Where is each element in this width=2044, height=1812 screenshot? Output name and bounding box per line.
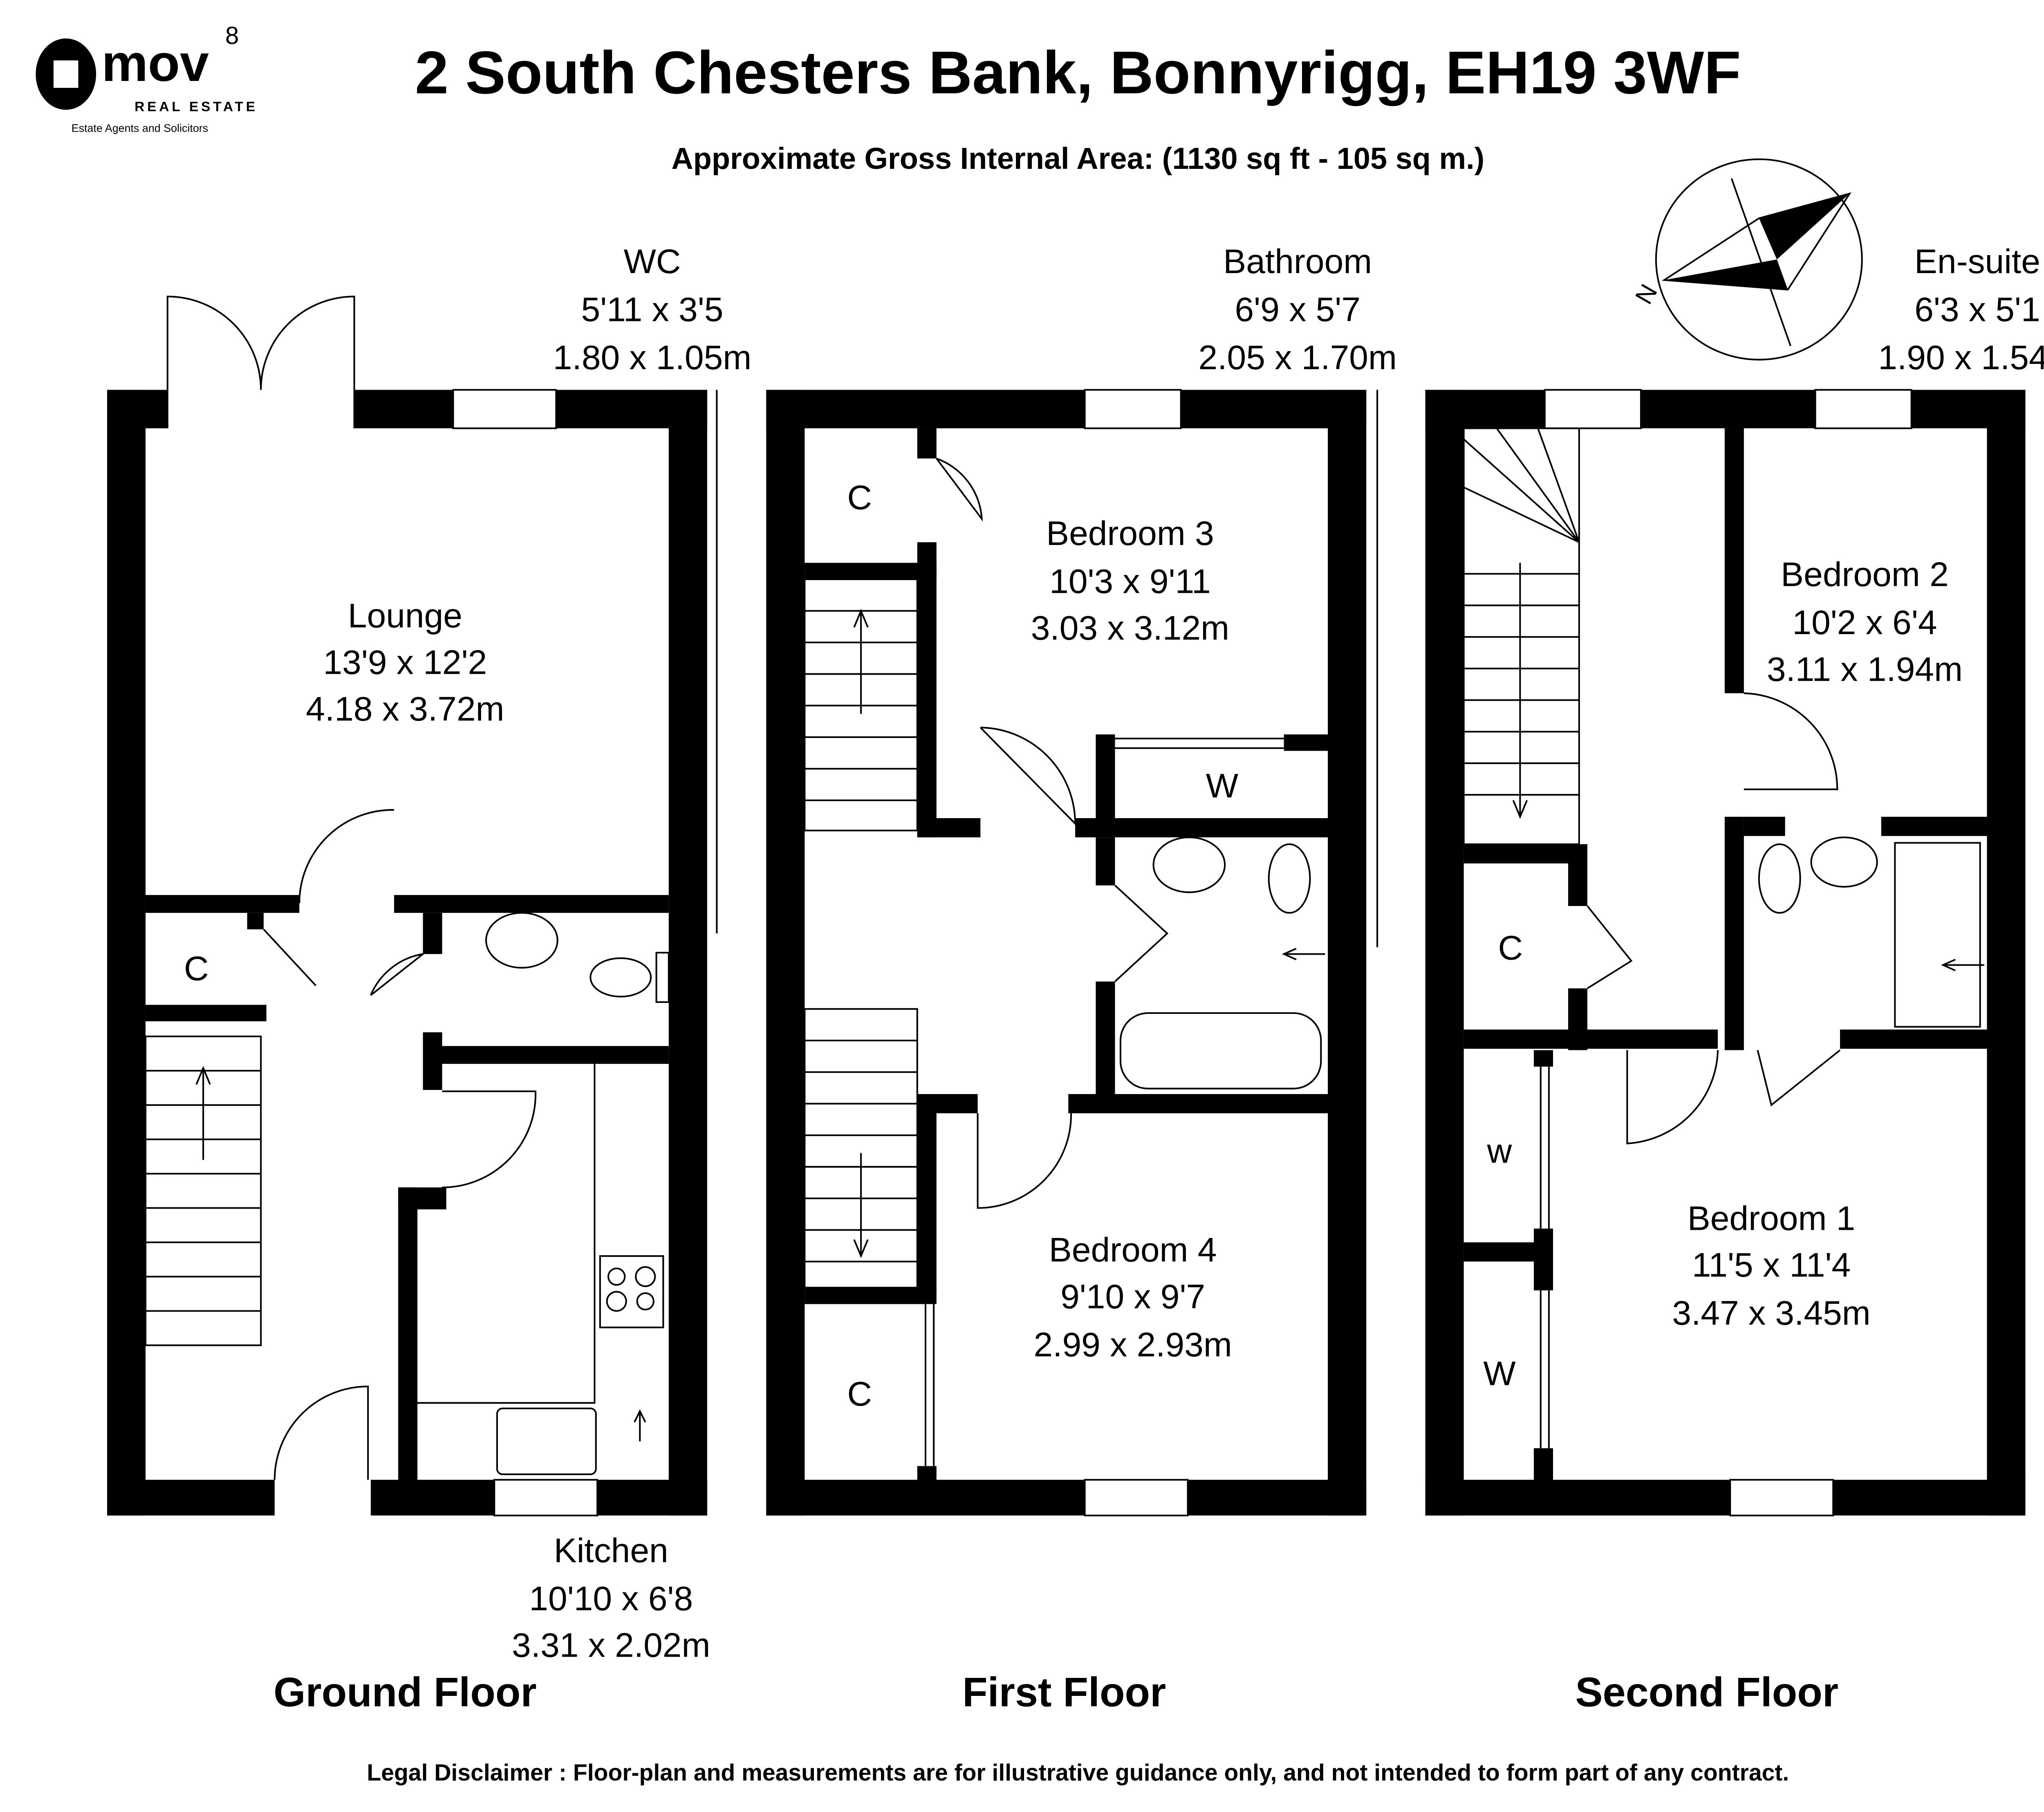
second-cupboard-label: C <box>1498 928 1523 967</box>
staircase <box>145 1035 262 1346</box>
second-floor-plan <box>1425 389 2026 1516</box>
page-title: 2 South Chesters Bank, Bonnyrigg, EH19 3… <box>415 39 1741 106</box>
legal-disclaimer: Legal Disclaimer : Floor-plan and measur… <box>367 1760 1789 1786</box>
wc-metric: 1.80 x 1.05m <box>553 338 751 377</box>
logo-subtitle: REAL ESTATE <box>134 99 258 114</box>
bedroom1-label: Bedroom 1 <box>1688 1199 1856 1237</box>
bedroom4-metric: 2.99 x 2.93m <box>1033 1325 1232 1363</box>
staircase <box>804 578 918 1289</box>
area-subtitle: Approximate Gross Internal Area: (1130 s… <box>671 141 1484 175</box>
kitchen-label: Kitchen <box>554 1531 668 1570</box>
bedroom2-label: Bedroom 2 <box>1781 555 1949 594</box>
kitchen-metric: 3.31 x 2.02m <box>512 1626 710 1664</box>
bedroom1-imperial: 11'5 x 11'4 <box>1692 1246 1851 1284</box>
second-wardrobe-small-label: w <box>1487 1132 1512 1170</box>
company-logo: mov 8 REAL ESTATE Estate Agents and Soli… <box>36 21 258 134</box>
first-cupboard-bottom-label: C <box>847 1375 872 1413</box>
ensuite-imperial: 6'3 x 5'1 <box>1914 290 2040 329</box>
lounge-imperial: 13'9 x 12'2 <box>323 643 487 682</box>
logo-tagline: Estate Agents and Solicitors <box>72 122 208 134</box>
first-floor-plan <box>766 389 1378 1516</box>
wc-label: WC <box>624 242 681 280</box>
first-floor-label: First Floor <box>962 1669 1166 1715</box>
ground-floor-plan <box>107 296 718 1516</box>
wc-imperial: 5'11 x 3'5 <box>581 290 724 329</box>
compass-north-label: N <box>1629 279 1663 309</box>
second-floor-label: Second Floor <box>1575 1669 1838 1715</box>
bathroom-metric: 2.05 x 1.70m <box>1199 338 1397 377</box>
bedroom2-imperial: 10'2 x 6'4 <box>1792 603 1937 641</box>
bedroom4-imperial: 9'10 x 9'7 <box>1060 1277 1205 1316</box>
bedroom2-metric: 3.11 x 1.94m <box>1767 650 1963 688</box>
bedroom1-metric: 3.47 x 3.45m <box>1672 1294 1870 1332</box>
bedroom4-label: Bedroom 4 <box>1049 1231 1217 1269</box>
second-wardrobe-large-label: W <box>1483 1354 1515 1393</box>
bathroom-imperial: 6'9 x 5'7 <box>1235 290 1360 329</box>
logo-brand: mov <box>102 34 209 92</box>
ensuite-label: En-suite <box>1914 242 2040 280</box>
bedroom3-metric: 3.03 x 3.12m <box>1031 609 1229 647</box>
logo-superscript: 8 <box>225 21 239 49</box>
first-wardrobe-label: W <box>1206 767 1238 805</box>
lounge-metric: 4.18 x 3.72m <box>306 690 504 728</box>
ensuite-metric: 1.90 x 1.54m <box>1878 338 2044 377</box>
bathroom-label: Bathroom <box>1223 242 1372 280</box>
compass-icon: N <box>1629 158 1863 361</box>
bedroom3-imperial: 10'3 x 9'11 <box>1049 562 1211 600</box>
ground-floor-label: Ground Floor <box>273 1669 537 1715</box>
ground-cupboard-label: C <box>184 949 209 987</box>
first-cupboard-top-label: C <box>847 478 872 517</box>
kitchen-imperial: 10'10 x 6'8 <box>529 1579 693 1617</box>
staircase <box>1463 427 1580 845</box>
bedroom3-label: Bedroom 3 <box>1046 514 1214 552</box>
lounge-label: Lounge <box>348 596 462 635</box>
